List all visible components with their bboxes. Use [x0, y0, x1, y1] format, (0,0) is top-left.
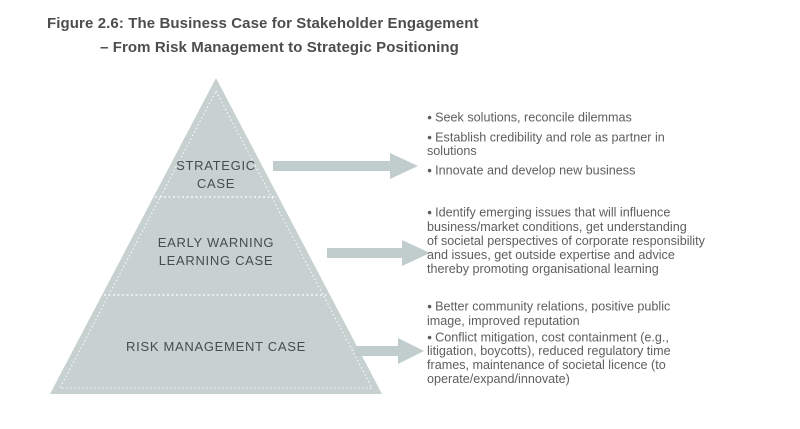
bullet-group-strategic: ●Seek solutions, reconcile dilemmas ●Est… [427, 110, 799, 183]
bullet-text: Identify emerging issues that will influ… [427, 205, 705, 276]
arrow-risk-management-icon [355, 338, 424, 364]
list-item: ●Conflict mitigation, cost containment (… [427, 330, 799, 386]
figure-title-line1: Figure 2.6: The Business Case for Stakeh… [47, 15, 479, 32]
pyramid-level-label-early-warning-learning-case: EARLY WARNING LEARNING CASE [157, 235, 275, 268]
pyramid-level-label-strategic-case: STRATEGIC CASE [176, 158, 256, 191]
list-item: ●Establish credibility and role as partn… [427, 130, 799, 158]
list-item: ●Better community relations, positive pu… [427, 299, 799, 328]
bullet-group-early-warning: ●Identify emerging issues that will infl… [427, 205, 799, 281]
bullet-icon: ● [427, 165, 433, 175]
figure-title: Figure 2.6: The Business Case for Stakeh… [0, 12, 479, 59]
bullet-group-risk-management: ●Better community relations, positive pu… [427, 299, 799, 388]
bullet-icon: ● [427, 131, 433, 142]
bullet-icon: ● [427, 207, 433, 217]
list-item: ●Seek solutions, reconcile dilemmas [427, 110, 799, 125]
bullet-text: Conflict mitigation, cost containment (e… [427, 330, 671, 386]
figure-title-line2: – From Risk Management to Strategic Posi… [100, 38, 459, 56]
list-item: ●Innovate and develop new business [427, 163, 799, 178]
arrow-strategic-icon [273, 153, 418, 179]
bullet-icon: ● [427, 331, 433, 342]
list-item: ●Identify emerging issues that will infl… [427, 205, 799, 276]
bullet-text: Establish credibility and role as partne… [427, 130, 665, 158]
bullet-text: Better community relations, positive pub… [427, 299, 671, 328]
bullet-icon: ● [427, 301, 433, 311]
bullet-text: Innovate and develop new business [435, 163, 636, 178]
pyramid-level-label-risk-management-case: RISK MANAGEMENT CASE [126, 339, 306, 354]
pyramid-shape [50, 78, 382, 394]
bullet-text: Seek solutions, reconcile dilemmas [435, 110, 632, 125]
bullet-icon: ● [427, 112, 433, 122]
arrow-early-warning-icon [327, 240, 430, 266]
